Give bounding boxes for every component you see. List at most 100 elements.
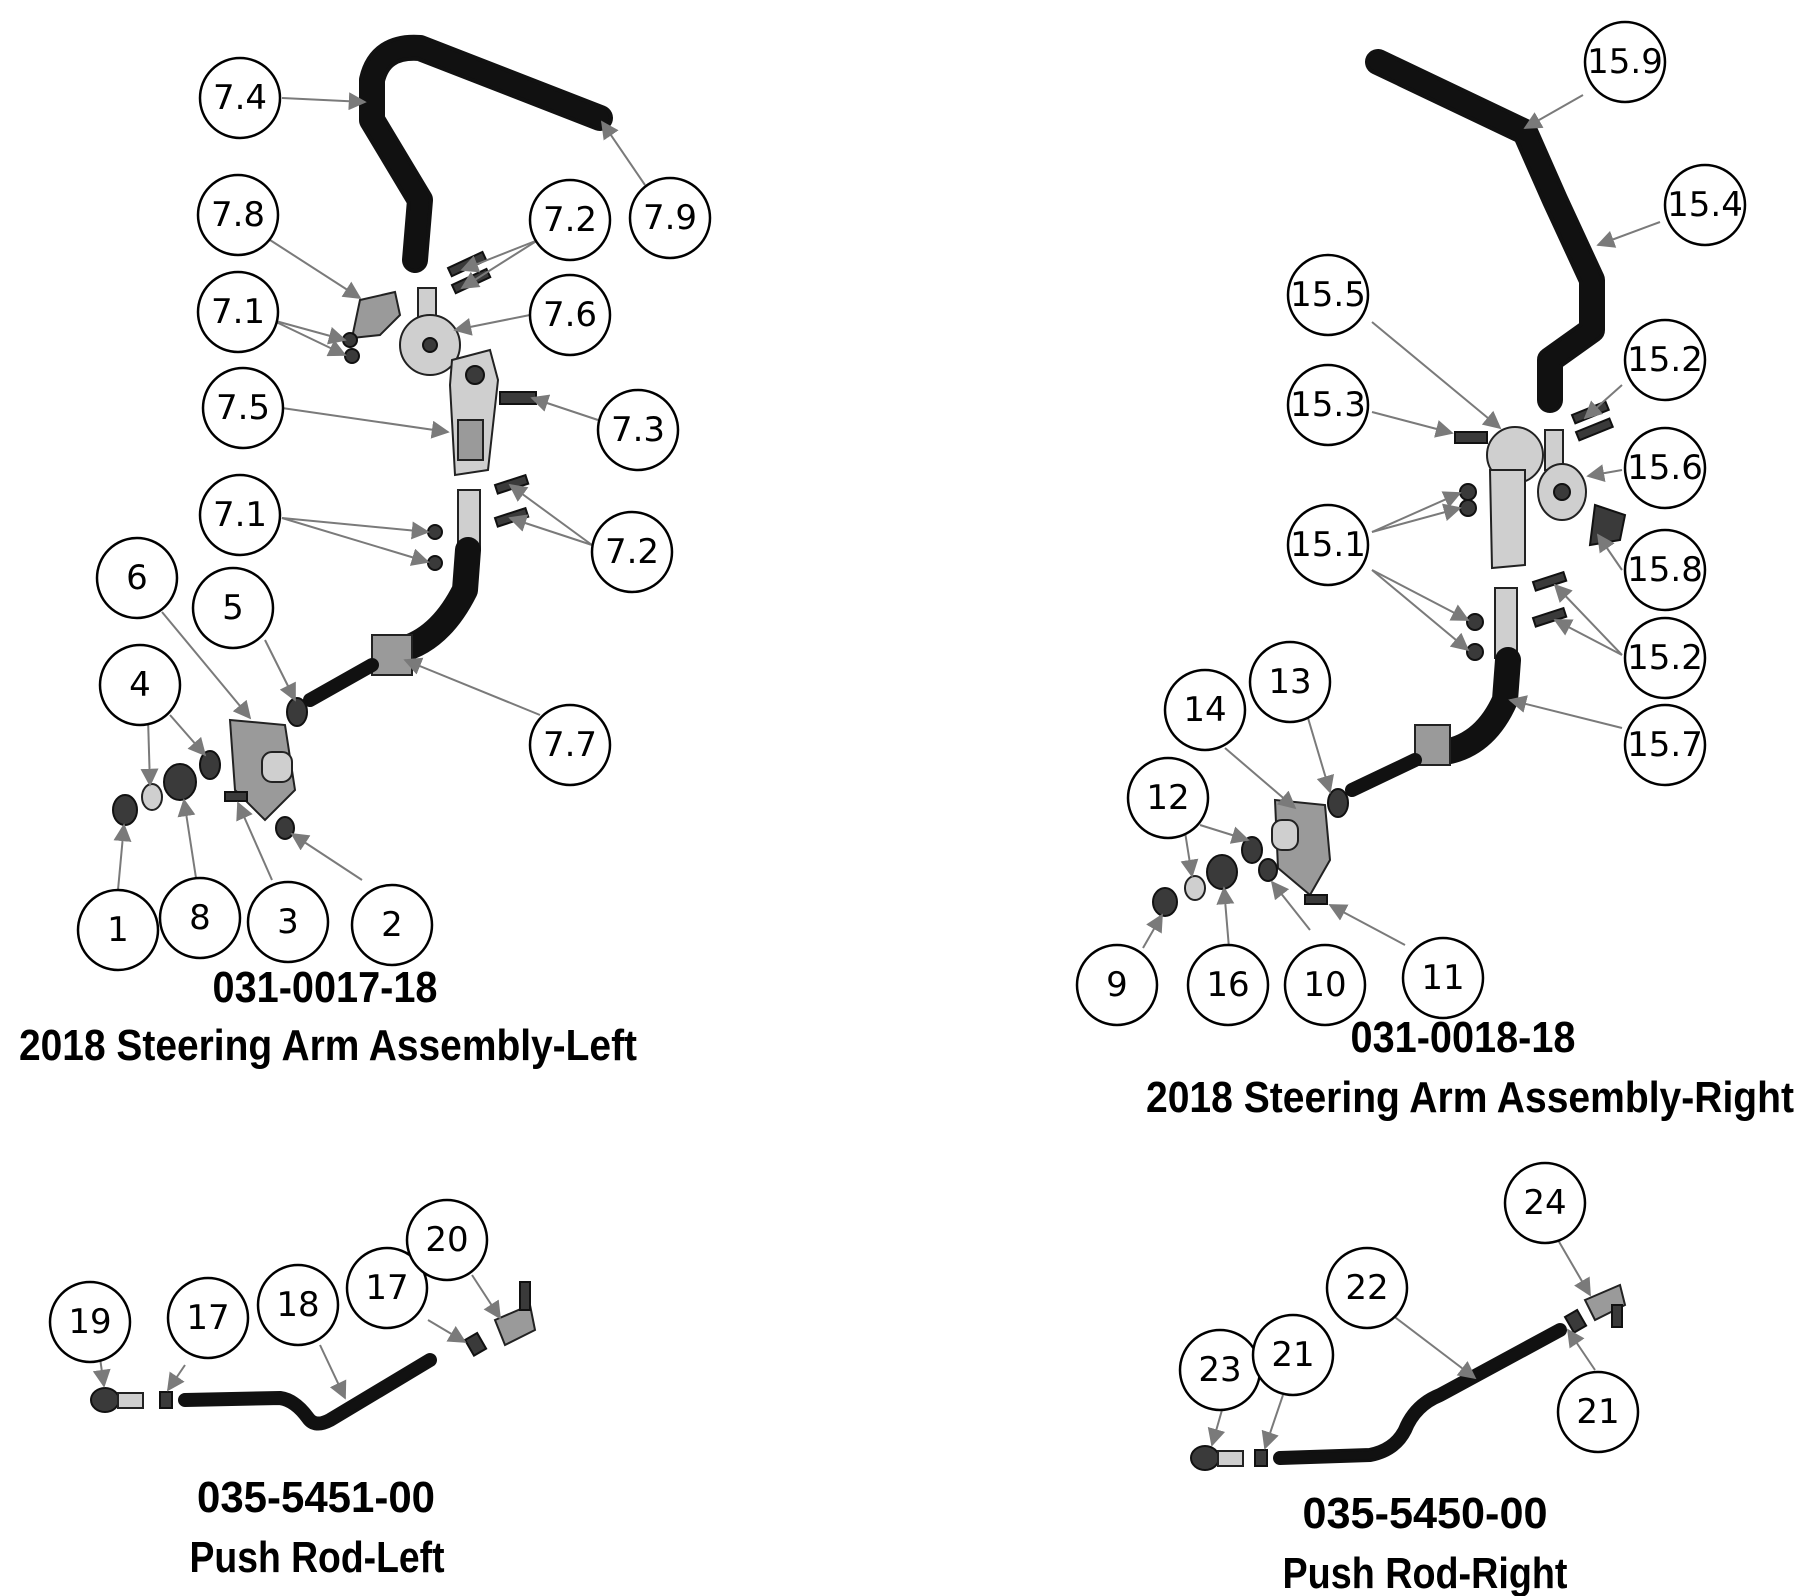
svg-text:13: 13 <box>1268 662 1311 702</box>
callout-2: 2 <box>350 883 434 967</box>
svg-text:7.2: 7.2 <box>605 532 659 572</box>
svg-text:7.8: 7.8 <box>211 195 265 235</box>
svg-text:20: 20 <box>425 1220 468 1260</box>
caption-title-left-rod: Push Rod-Left <box>190 1533 445 1582</box>
clevis-20 <box>493 1303 537 1347</box>
callout-7-9: 7.9 <box>628 176 712 260</box>
svg-text:18: 18 <box>276 1285 319 1325</box>
callout-6: 6 <box>95 536 179 620</box>
caption-title-right-rod: Push Rod-Right <box>1283 1549 1568 1596</box>
washer-5 <box>286 697 308 727</box>
svg-text:6: 6 <box>126 558 148 598</box>
spacer-8 <box>163 763 197 801</box>
clevis-24 <box>1583 1283 1627 1322</box>
callout-15-9: 15.9 <box>1583 20 1667 104</box>
svg-text:8: 8 <box>189 898 211 938</box>
caption-title-right-arm: 2018 Steering Arm Assembly-Right <box>1146 1073 1794 1122</box>
callout-10: 10 <box>1283 943 1367 1027</box>
svg-text:24: 24 <box>1523 1183 1566 1223</box>
callout-13: 13 <box>1248 640 1332 724</box>
svg-text:5: 5 <box>222 588 244 628</box>
callout-15-7: 15.7 <box>1623 703 1707 787</box>
callout-12: 12 <box>1126 756 1210 840</box>
callout-4: 4 <box>98 643 182 727</box>
svg-text:15.2: 15.2 <box>1627 340 1703 380</box>
bolt-15-3 <box>1454 431 1488 444</box>
caption-title-left-arm: 2018 Steering Arm Assembly-Left <box>19 1021 637 1070</box>
rod-end-19 <box>90 1387 120 1413</box>
callout-7-5: 7.5 <box>201 366 285 450</box>
callout-14: 14 <box>1163 668 1247 752</box>
callouts: 7.4 7.9 7.8 7.2 7.1 7.6 7.5 7.3 7.1 7.2 … <box>48 20 1747 1454</box>
svg-text:10: 10 <box>1303 965 1346 1005</box>
svg-text:7.7: 7.7 <box>543 725 597 765</box>
callout-7-2-upper: 7.2 <box>528 178 612 262</box>
lower-arm-right <box>1432 647 1521 765</box>
svg-text:7.1: 7.1 <box>213 495 267 535</box>
svg-text:15.5: 15.5 <box>1290 275 1366 315</box>
nut-1 <box>112 794 138 826</box>
callout-18: 18 <box>256 1263 340 1347</box>
svg-text:15.1: 15.1 <box>1290 525 1366 565</box>
callout-5: 5 <box>191 566 275 650</box>
svg-text:15.8: 15.8 <box>1627 550 1703 590</box>
callout-11: 11 <box>1401 936 1485 1020</box>
svg-text:21: 21 <box>1271 1335 1314 1375</box>
callout-15-2-lower: 15.2 <box>1623 616 1707 700</box>
callout-7-4: 7.4 <box>198 56 282 140</box>
svg-text:16: 16 <box>1206 965 1249 1005</box>
callout-22: 22 <box>1325 1246 1409 1330</box>
callout-21-right: 21 <box>1556 1370 1640 1454</box>
svg-text:15.3: 15.3 <box>1290 385 1366 425</box>
callout-3: 3 <box>246 880 330 964</box>
leader-lines <box>92 92 1661 1450</box>
callout-17-right: 17 <box>345 1246 429 1330</box>
svg-text:15.2: 15.2 <box>1627 638 1703 678</box>
callout-7-3: 7.3 <box>596 388 680 472</box>
svg-text:4: 4 <box>129 665 151 705</box>
callout-17-left: 17 <box>166 1276 250 1360</box>
left-steering-arm-parts <box>112 34 613 840</box>
svg-text:3: 3 <box>277 902 299 942</box>
svg-text:17: 17 <box>365 1268 408 1308</box>
callout-21-left: 21 <box>1251 1313 1335 1397</box>
callout-15-5: 15.5 <box>1286 253 1370 337</box>
callout-15-8: 15.8 <box>1623 528 1707 612</box>
svg-text:15.7: 15.7 <box>1627 725 1703 765</box>
callout-15-3: 15.3 <box>1286 363 1370 447</box>
stop-plate-right <box>1588 503 1627 547</box>
svg-text:14: 14 <box>1183 690 1226 730</box>
svg-text:9: 9 <box>1106 965 1128 1005</box>
svg-text:1: 1 <box>107 910 129 950</box>
link-arm-right <box>1488 469 1526 570</box>
callout-19: 19 <box>48 1280 132 1364</box>
caption-part-number-right-rod: 035-5450-00 <box>1303 1489 1548 1538</box>
bolt-7-3 <box>499 391 537 405</box>
callout-7-2-lower: 7.2 <box>590 510 674 594</box>
caption-part-number-left-rod: 035-5451-00 <box>197 1473 435 1522</box>
callout-24: 24 <box>1503 1161 1587 1245</box>
svg-text:11: 11 <box>1421 958 1464 998</box>
svg-text:7.2: 7.2 <box>543 200 597 240</box>
rod-end-23 <box>1190 1445 1220 1471</box>
svg-text:7.5: 7.5 <box>216 388 270 428</box>
callout-7-8: 7.8 <box>196 173 280 257</box>
callout-1: 1 <box>76 888 160 972</box>
svg-text:15.4: 15.4 <box>1667 185 1743 225</box>
callout-23: 23 <box>1178 1328 1262 1412</box>
callout-7-7: 7.7 <box>528 703 612 787</box>
callout-9: 9 <box>1075 943 1159 1027</box>
svg-text:21: 21 <box>1576 1392 1619 1432</box>
callout-7-1-upper: 7.1 <box>196 270 280 354</box>
captions: 031-0017-18 2018 Steering Arm Assembly-L… <box>19 963 1794 1596</box>
push-rod-right-parts <box>1190 1283 1627 1471</box>
svg-text:7.6: 7.6 <box>543 295 597 335</box>
caption-part-number-left-arm: 031-0017-18 <box>213 963 438 1012</box>
svg-text:19: 19 <box>68 1302 111 1342</box>
svg-text:12: 12 <box>1146 778 1189 818</box>
callout-15-4: 15.4 <box>1663 163 1747 247</box>
caption-part-number-right-arm: 031-0018-18 <box>1351 1013 1576 1062</box>
callout-7-1-lower: 7.1 <box>198 473 282 557</box>
svg-text:15.6: 15.6 <box>1627 448 1703 488</box>
